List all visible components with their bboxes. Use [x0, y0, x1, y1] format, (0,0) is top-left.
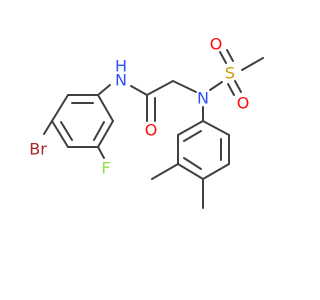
bond-c-br — [43, 120, 53, 135]
atom-label-sulfonyl-oxygen-upper: O — [210, 35, 223, 54]
bond-s-o-lower-2 — [234, 80, 242, 93]
bond-s-o-lower-1 — [227, 83, 235, 96]
atom-label-fluorine: F — [101, 159, 110, 178]
bond-ch2-n — [172, 80, 197, 93]
atom-label-sulfonamide-nitrogen: N — [197, 89, 209, 108]
bond-ring1-b — [51, 94, 69, 122]
bond-ring1-to-nh — [97, 84, 111, 96]
bond-layer — [43, 49, 264, 209]
bond-ring1-e-inner — [93, 121, 105, 141]
atom-label-sulfur: S — [225, 64, 235, 83]
bond-ring2-a-inner — [183, 130, 202, 142]
bond-ring2-a — [177, 120, 204, 136]
bond-carbonyl-ch2 — [146, 80, 174, 96]
bond-ring1-c-inner — [60, 121, 73, 141]
bond-ring2-c — [177, 163, 204, 180]
bond-ring1-e — [97, 120, 114, 148]
bond-ring1-c — [51, 120, 69, 148]
bond-ring2-d — [202, 163, 230, 180]
bond-s-methyl — [241, 57, 264, 71]
bond-nh-carbonyl — [130, 85, 148, 96]
bond-ring1-f — [97, 94, 114, 122]
atom-label-amide-hydrogen: H — [115, 57, 127, 76]
bond-ring2-c-inner — [183, 157, 202, 170]
bond-s-o-upper-2 — [226, 49, 234, 62]
atom-label-bromine: Br — [29, 140, 47, 159]
bond-n-s — [209, 81, 223, 91]
bond-methyl-3 — [151, 163, 179, 180]
molecule-structure: H N O N S O O Br F — [29, 35, 264, 209]
atom-label-layer: H N O N S O O Br F — [29, 35, 249, 178]
bond-ring2-f — [202, 120, 230, 136]
bond-s-o-upper-1 — [219, 51, 227, 64]
atom-label-sulfonyl-oxygen-lower: O — [237, 94, 250, 113]
atom-label-carbonyl-oxygen: O — [145, 121, 158, 140]
atom-label-amide-nitrogen: N — [115, 71, 127, 90]
bond-c-f — [97, 146, 105, 159]
